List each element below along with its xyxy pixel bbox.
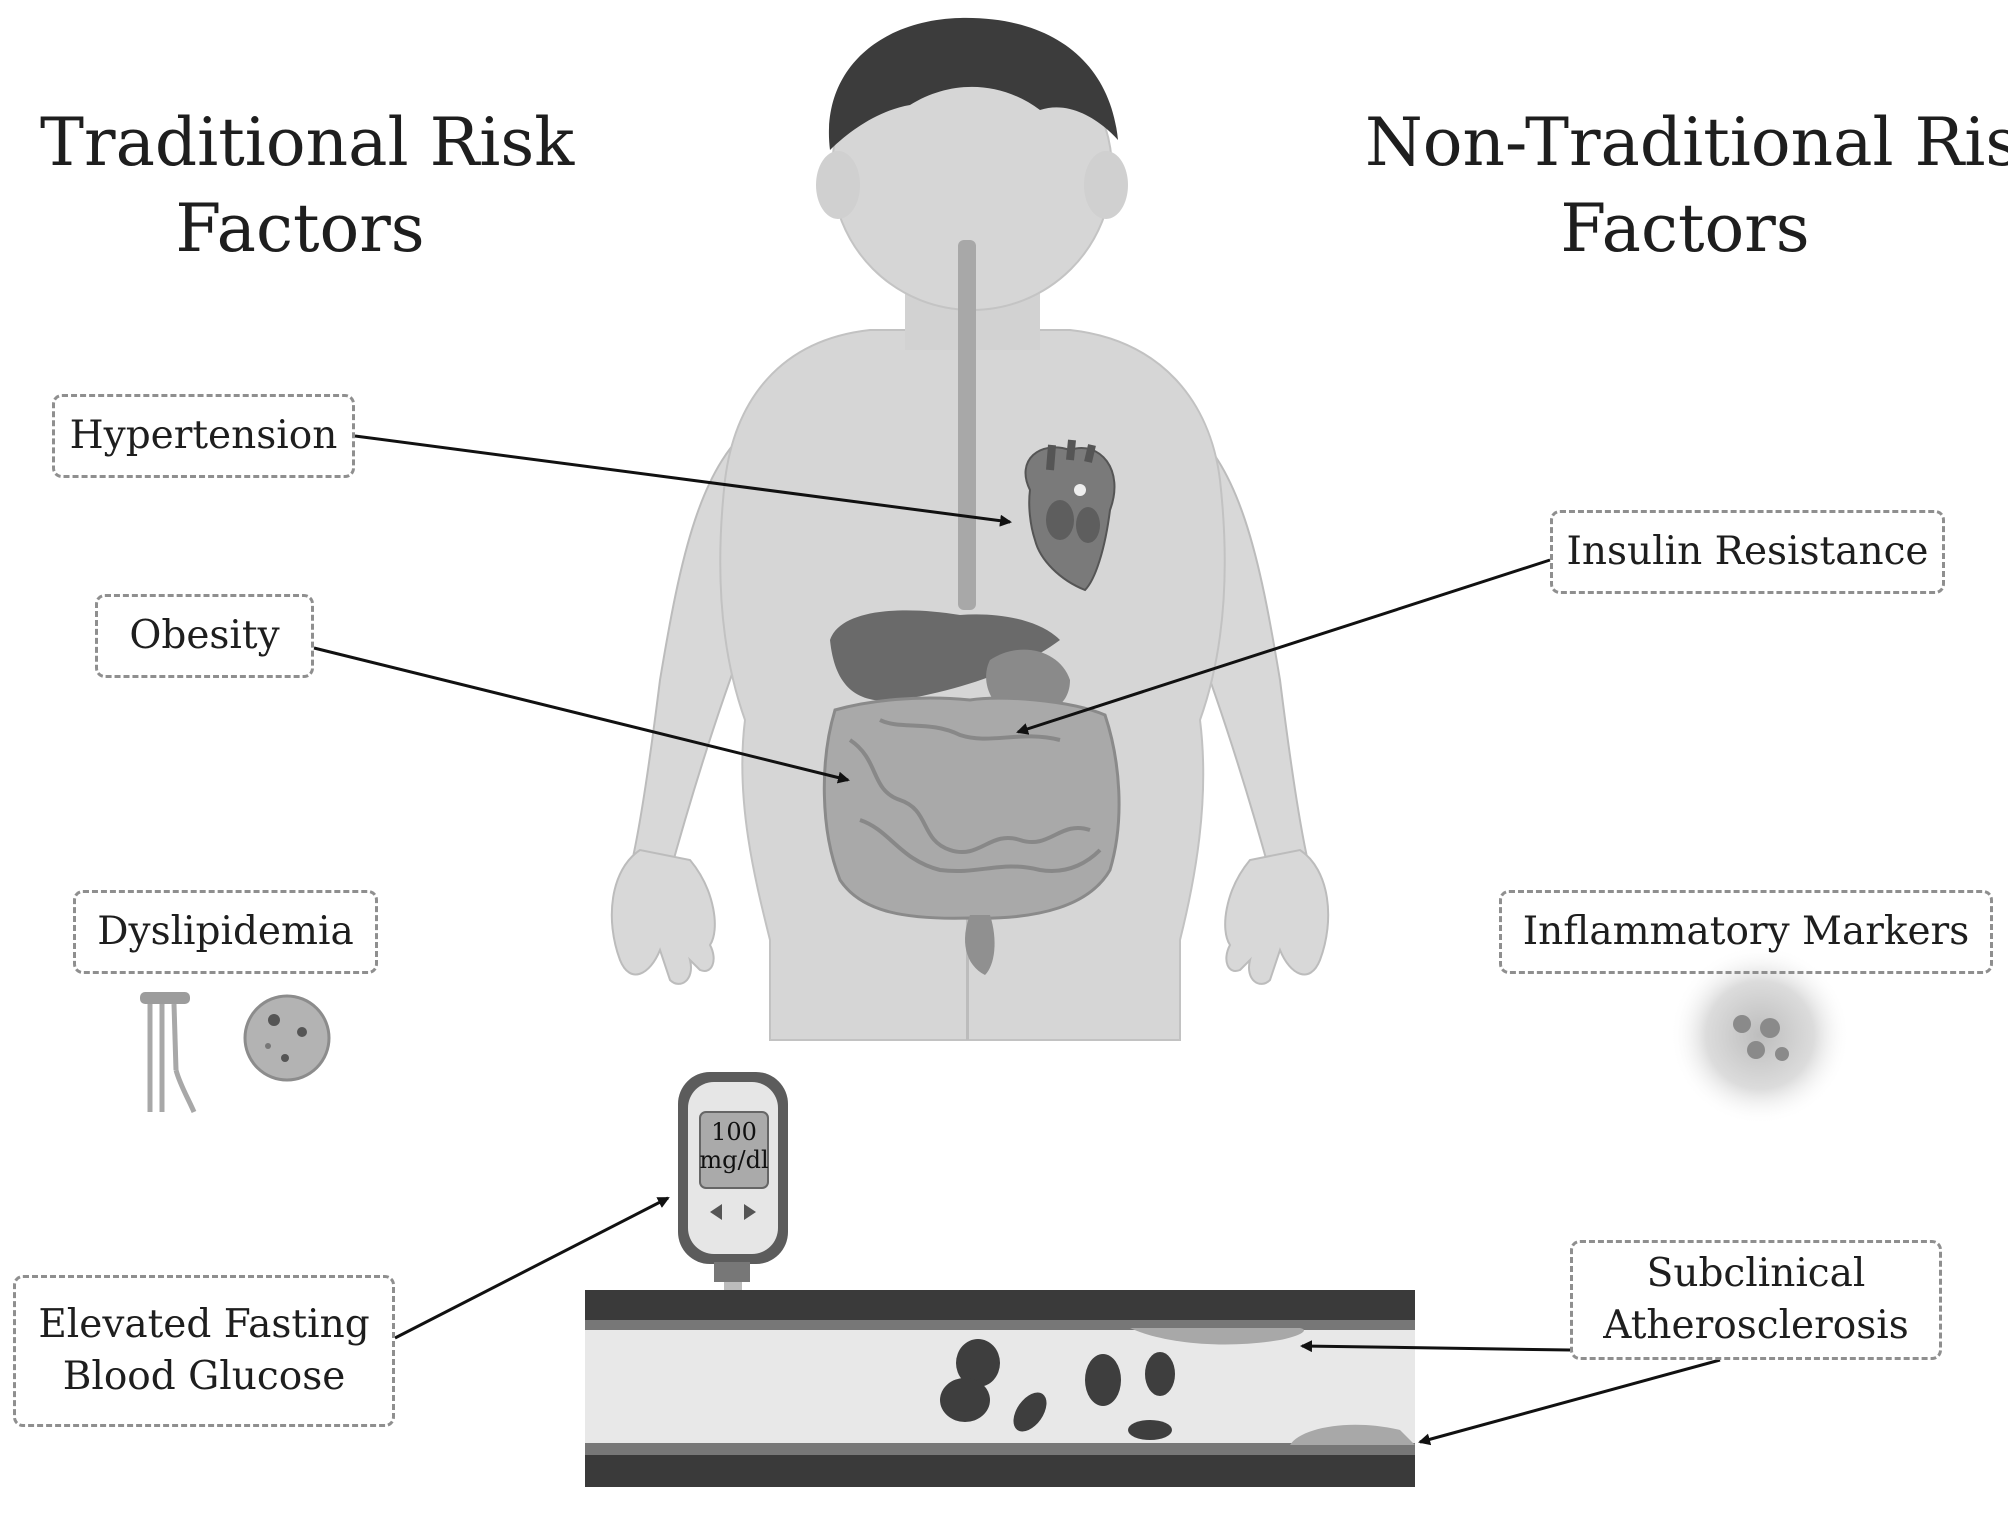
heading-traditional: Traditional Risk Factors (40, 100, 575, 272)
label-inflammatory-markers-text: Inflammatory Markers (1522, 909, 1970, 954)
arrow-glucose (394, 1196, 670, 1340)
lipid-molecule-icon (140, 992, 197, 1113)
heading-non-traditional: Non-Traditional Risk Factors (1365, 100, 2008, 272)
label-hypertension-text: Hypertension (69, 413, 338, 458)
label-elevated-glucose-line2: Blood Glucose (62, 1354, 346, 1399)
plaque-top (1130, 1328, 1304, 1345)
heart-organ (1024, 439, 1116, 592)
glucometer-reading: 100 mg/dl (694, 1118, 774, 1174)
label-subclinical-atherosclerosis: Subclinical Atherosclerosis (1570, 1240, 1942, 1360)
blood-cell (1085, 1354, 1121, 1406)
label-inflammatory-markers: Inflammatory Markers (1499, 890, 1993, 974)
blood-cell (1013, 1392, 1047, 1432)
label-subclinical-line2: Atherosclerosis (1603, 1303, 1909, 1348)
glucometer-unit: mg/dl (699, 1146, 769, 1174)
label-subclinical-line1: Subclinical (1646, 1251, 1866, 1296)
esophagus (958, 240, 976, 610)
label-elevated-glucose-line1: Elevated Fasting (38, 1302, 370, 1347)
heading-non-traditional-line1: Non-Traditional Risk (1365, 104, 2008, 181)
right-ear (1084, 151, 1128, 219)
arrow-athero-bottom (1418, 1358, 1721, 1446)
arrow-hypertension (354, 434, 1012, 527)
plaque-bottom (1290, 1424, 1415, 1445)
blood-cell (1128, 1420, 1172, 1440)
hair (828, 17, 1118, 151)
heading-traditional-line2: Factors (175, 190, 425, 267)
blood-cell (940, 1378, 990, 1422)
blood-cell (1145, 1352, 1175, 1396)
left-ear (816, 151, 860, 219)
inflammatory-cell-icon (1670, 945, 1850, 1125)
heading-traditional-line1: Traditional Risk (40, 104, 575, 181)
midline (966, 900, 969, 1040)
blood-vessel (585, 1290, 1415, 1487)
blood-cell (956, 1339, 1000, 1387)
intestine-mass (822, 696, 1121, 920)
label-obesity: Obesity (95, 594, 314, 678)
arrow-athero-top (1300, 1340, 1571, 1353)
label-elevated-glucose: Elevated Fasting Blood Glucose (13, 1275, 395, 1427)
label-insulin-resistance: Insulin Resistance (1550, 510, 1945, 594)
left-hand (610, 848, 716, 985)
label-hypertension: Hypertension (52, 394, 355, 478)
arrow-obesity (313, 646, 850, 784)
arrow-insulin (1016, 558, 1551, 735)
label-dyslipidemia: Dyslipidemia (73, 890, 378, 974)
glucometer-value: 100 (711, 1118, 757, 1146)
label-obesity-text: Obesity (129, 613, 280, 658)
right-hand (1224, 848, 1330, 985)
label-insulin-resistance-text: Insulin Resistance (1566, 529, 1929, 574)
label-dyslipidemia-text: Dyslipidemia (97, 909, 354, 954)
heading-non-traditional-line2: Factors (1560, 190, 1810, 267)
glucometer-icon (678, 1072, 788, 1308)
connector-arrows (313, 434, 1721, 1446)
lipoprotein-icon (243, 994, 331, 1082)
intestines (822, 696, 1121, 975)
liver (830, 610, 1060, 701)
